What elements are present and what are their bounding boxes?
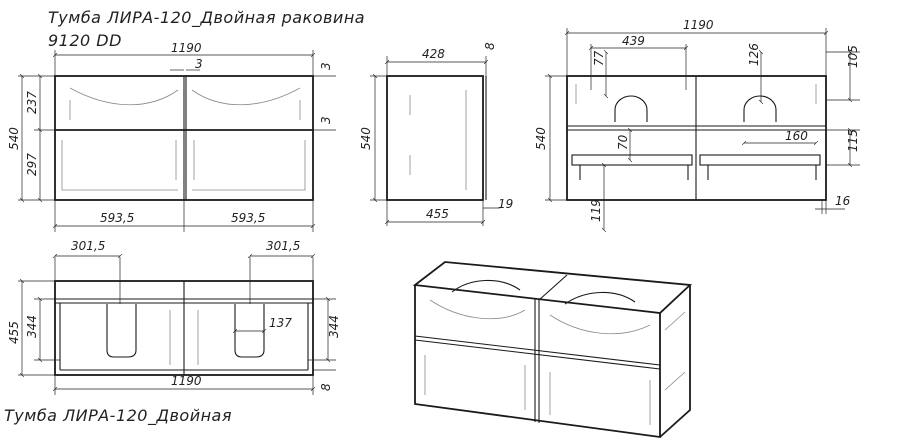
plan-view xyxy=(54,280,314,376)
rear-dimensions: 1190 439 77 126 105 70 160 115 540 119 1… xyxy=(534,18,860,233)
drawing-title: Тумба ЛИРА-120_Двойная раковина xyxy=(48,8,365,28)
dim-plan-left: 301,5 xyxy=(71,239,105,253)
side-view xyxy=(386,75,487,201)
isometric-view xyxy=(412,261,693,439)
dim-front-gap-right-mid: 3 xyxy=(319,116,333,124)
dim-plan-455: 455 xyxy=(7,321,21,344)
dim-rear-width: 1190 xyxy=(683,18,714,32)
dim-rear-inner: 439 xyxy=(622,34,645,48)
dim-rear-115: 115 xyxy=(846,129,860,152)
dim-side-back: 8 xyxy=(483,42,497,50)
dim-front-lower: 297 xyxy=(25,153,39,176)
dim-front-half-right: 593,5 xyxy=(231,211,265,225)
dim-front-gap: 3 xyxy=(195,57,203,71)
dim-front-total: 540 xyxy=(7,127,21,150)
dim-rear-126: 126 xyxy=(747,43,761,66)
dim-rear-105: 105 xyxy=(846,45,860,68)
dim-front-half-left: 593,5 xyxy=(100,211,134,225)
dim-plan-width: 1190 xyxy=(171,374,202,388)
dim-rear-height: 540 xyxy=(534,127,548,150)
dim-side-bottom: 455 xyxy=(426,207,449,221)
dim-plan-344-right: 344 xyxy=(327,315,341,338)
front-dimensions: 1190 3 3 3 237 297 540 593,5 593,5 xyxy=(7,41,336,232)
drawing-article: 9120 DD xyxy=(48,31,122,50)
dim-plan-8: 8 xyxy=(319,383,333,391)
dim-plan-137: 137 xyxy=(269,316,292,330)
side-dimensions: 428 8 540 455 19 xyxy=(359,42,513,226)
dim-side-depth: 428 xyxy=(422,47,445,61)
dim-rear-16: 16 xyxy=(835,194,851,208)
dim-plan-344-left: 344 xyxy=(25,315,39,338)
dim-rear-70: 70 xyxy=(616,134,630,150)
dim-front-upper: 237 xyxy=(25,91,39,114)
dim-rear-119: 119 xyxy=(589,199,603,222)
drawing-title-bottom: Тумба ЛИРА-120_Двойная xyxy=(4,406,232,426)
dim-plan-right: 301,5 xyxy=(266,239,300,253)
dim-side-height: 540 xyxy=(359,127,373,150)
plan-dimensions: 301,5 301,5 455 344 344 137 1190 8 xyxy=(7,239,341,395)
dim-front-gap-right-top: 3 xyxy=(319,62,333,70)
dim-rear-160: 160 xyxy=(785,129,808,143)
dim-rear-77: 77 xyxy=(592,50,606,66)
front-view xyxy=(54,75,314,201)
dim-front-width: 1190 xyxy=(171,41,202,55)
dim-side-plinth: 19 xyxy=(498,197,513,211)
